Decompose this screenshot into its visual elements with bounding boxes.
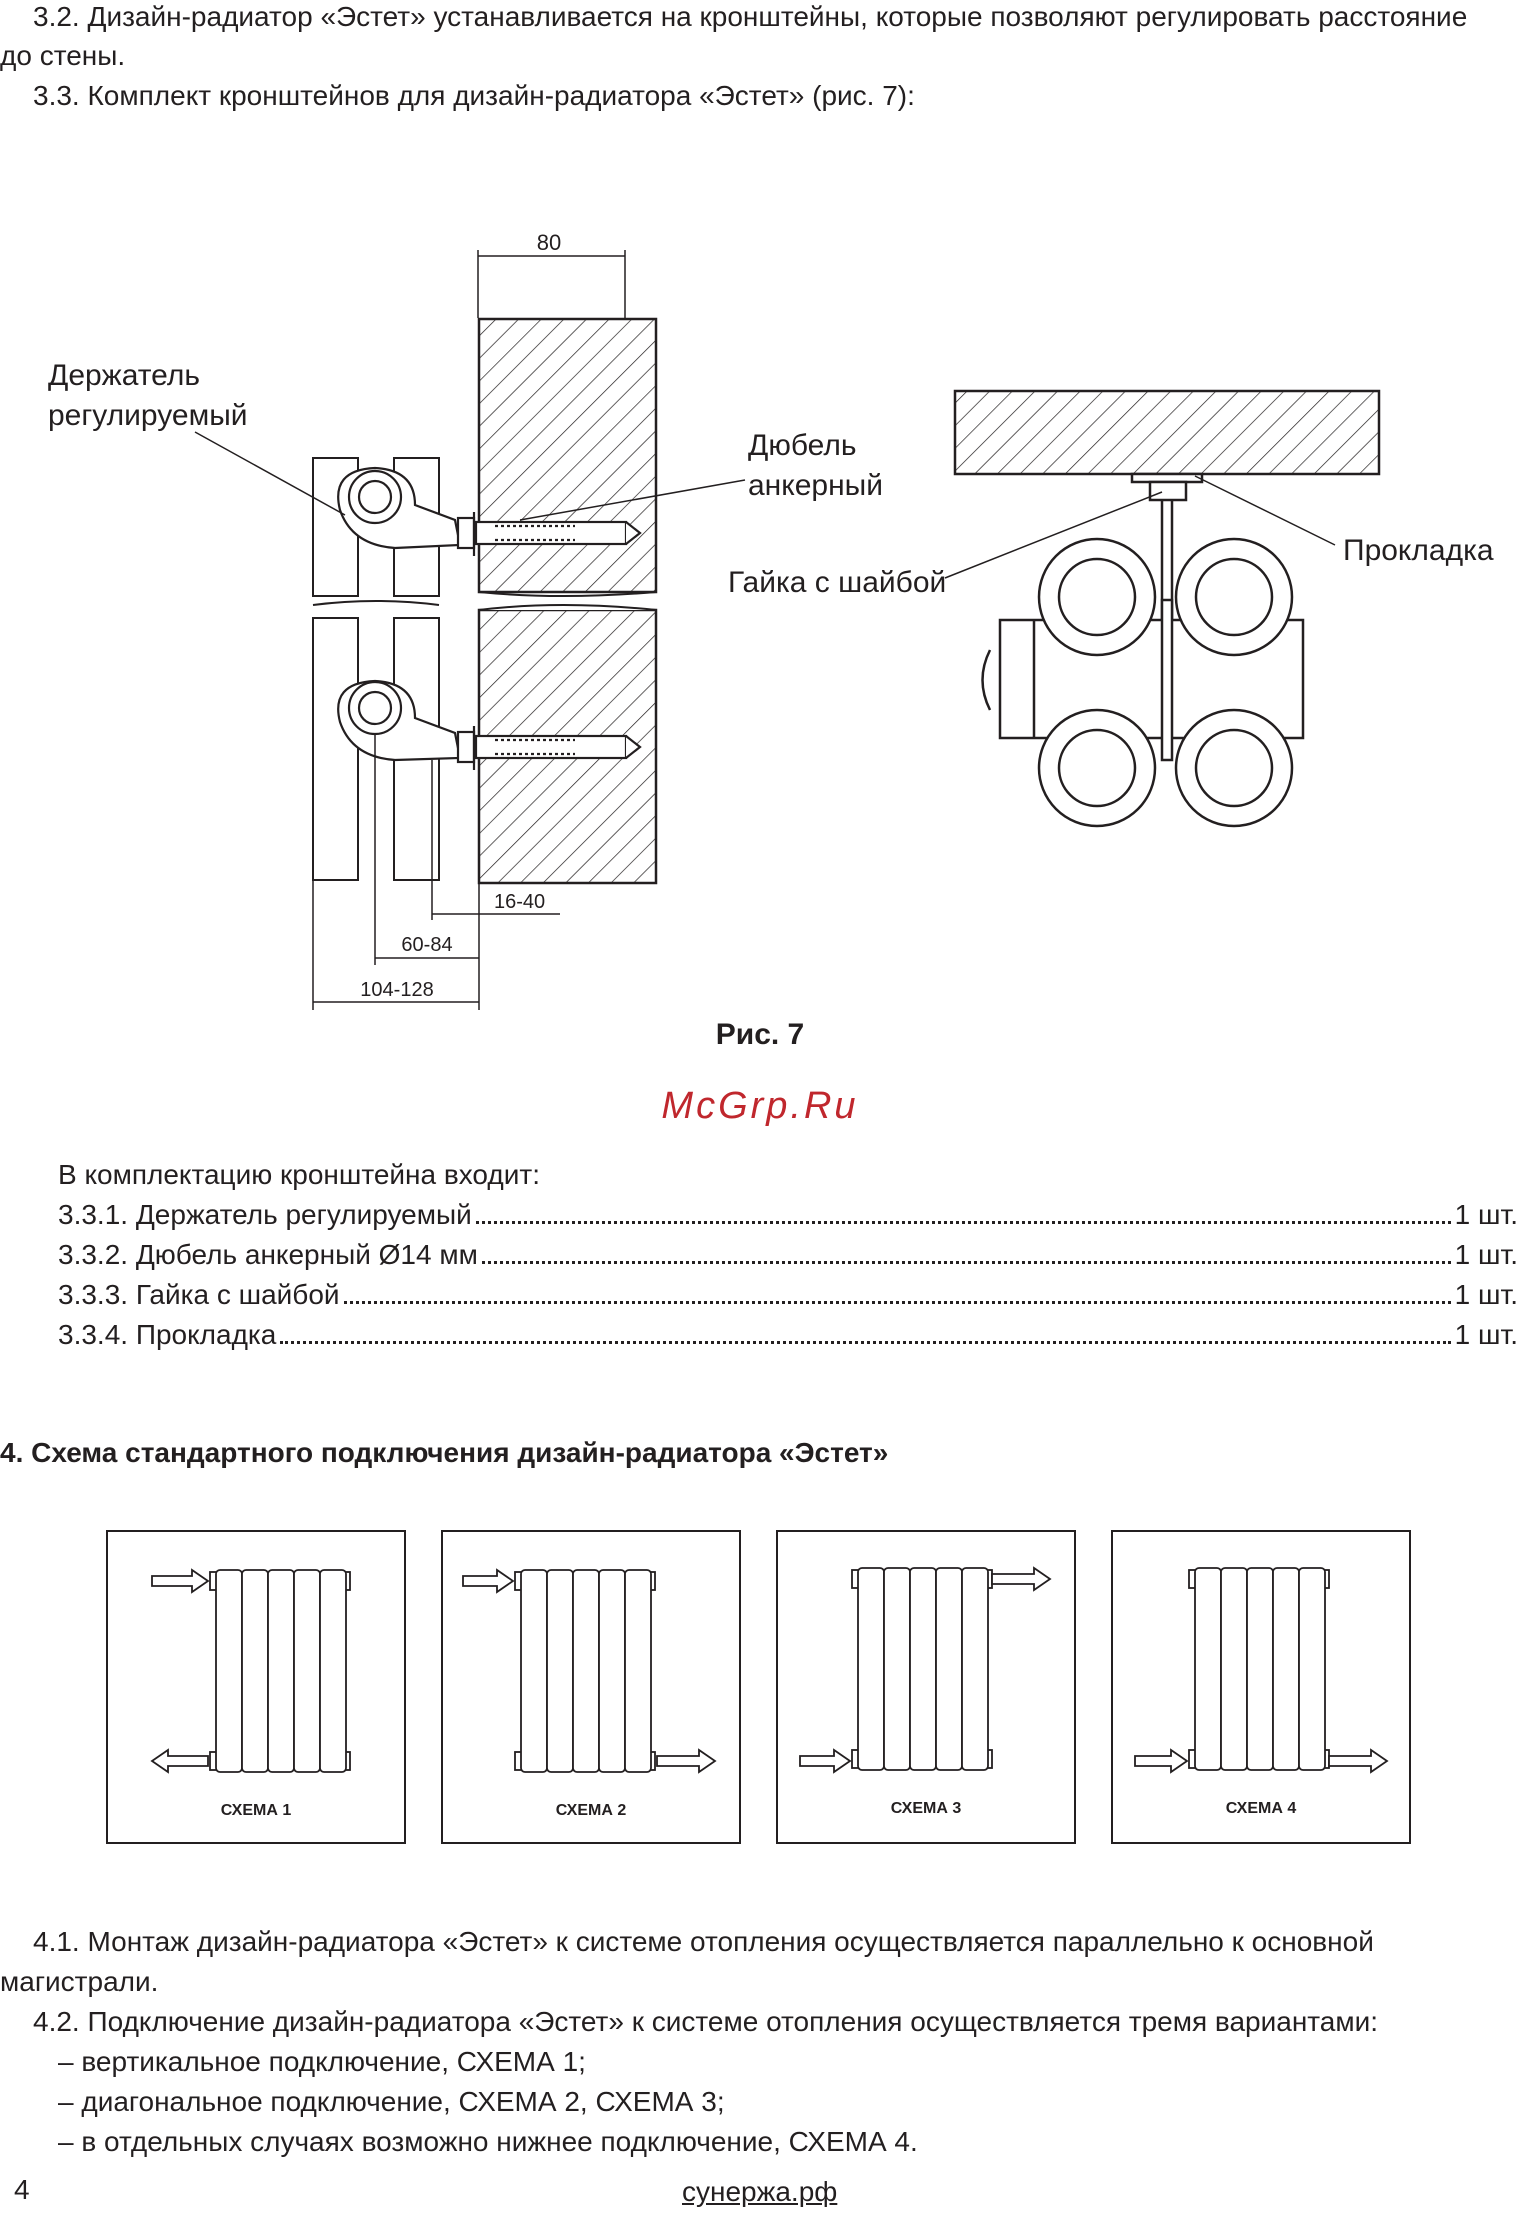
page-number: 4 [14,2174,30,2205]
scheme-1: СХЕМА 1 [106,1530,406,1844]
scheme-4-diagram [1134,1567,1389,1774]
label-holder-line2: регулируемый [48,399,248,432]
kit-item-3: 3.3.3. Гайка с шайбой 1 шт. [58,1275,1518,1315]
scheme-3-label: СХЕМА 3 [890,1800,962,1817]
site-link[interactable]: сунержа.рф [682,2176,838,2207]
radiator-section-side [312,457,440,881]
paragraph-3-2-line2: до стены. [0,40,126,71]
kit-item-qty: 1 шт. [1454,1199,1518,1230]
leader-lines-left [194,431,746,521]
label-dowel-line2: анкерный [748,469,883,502]
label-nut: Гайка с шайбой [728,566,946,599]
leader-dots [280,1341,1451,1344]
watermark: McGrp.Ru [661,1085,859,1127]
section-4-heading: 4. Схема стандартного подключения дизайн… [0,1437,889,1468]
scheme-2-diagram [462,1568,717,1774]
kit-item-qty: 1 шт. [1454,1239,1518,1270]
scheme-1-label: СХЕМА 1 [220,1802,292,1819]
kit-item-1: 3.3.1. Держатель регулируемый 1 шт. [58,1195,1518,1235]
figure-caption: Рис. 7 [715,1018,805,1051]
label-gasket: Прокладка [1343,534,1494,567]
bottom-dimensions [312,735,560,1010]
radiator-top-view [981,472,1305,828]
scheme-4: СХЕМА 4 [1111,1530,1411,1844]
paragraph-3-2-line1: 3.2. Дизайн-радиатор «Эстет» устанавлива… [33,1,1468,32]
kit-item-label: 3.3.3. Гайка с шайбой [58,1279,340,1310]
leader-dots [343,1301,1451,1304]
holder-upper [337,466,642,556]
kit-item-qty: 1 шт. [1454,1319,1518,1350]
figure-7-bracket-drawing: 80 [48,230,1494,1010]
wall-top-view [953,389,1381,476]
dim-104-128-text: 104-128 [360,979,433,1001]
wall-section [477,317,658,885]
kit-item-label: 3.3.2. Дюбель анкерный Ø14 мм [58,1239,478,1270]
dim-60-84-text: 60-84 [401,934,452,956]
kit-item-4: 3.3.4. Прокладка 1 шт. [58,1315,1518,1355]
paragraph-4-1-line2: магистрали. [0,1966,159,1997]
dim-16-40-text: 16-40 [494,891,545,913]
kit-item-2: 3.3.2. Дюбель анкерный Ø14 мм 1 шт. [58,1235,1518,1275]
kit-intro: В комплектацию кронштейна входит: [58,1159,540,1190]
list-item-3: – в отдельных случаях возможно нижнее по… [58,2126,918,2157]
label-holder-line1: Держатель [48,359,200,392]
paragraph-3-3: 3.3. Комплект кронштейнов для дизайн-рад… [33,80,915,111]
holder-lower [337,679,642,770]
scheme-2: СХЕМА 2 [441,1530,741,1844]
leader-lines-right [944,475,1336,579]
leader-dots [481,1261,1451,1264]
kit-item-label: 3.3.1. Держатель регулируемый [58,1199,472,1230]
paragraph-4-1-line1: 4.1. Монтаж дизайн-радиатора «Эстет» к с… [33,1926,1374,1957]
kit-item-qty: 1 шт. [1454,1279,1518,1310]
scheme-1-diagram [150,1568,351,1774]
leader-dots [475,1221,1451,1224]
list-item-1: – вертикальное подключение, СХЕМА 1; [58,2046,586,2077]
scheme-3: СХЕМА 3 [776,1530,1076,1844]
dim-80-text: 80 [537,230,561,255]
list-item-2: – диагональное подключение, СХЕМА 2, СХЕ… [58,2086,725,2117]
dimension-80 [477,250,626,318]
paragraph-4-2: 4.2. Подключение дизайн-радиатора «Эстет… [33,2006,1379,2037]
scheme-3-diagram [799,1566,1052,1774]
label-dowel-line1: Дюбель [748,429,857,462]
scheme-4-label: СХЕМА 4 [1225,1800,1297,1817]
kit-item-label: 3.3.4. Прокладка [58,1319,277,1350]
scheme-2-label: СХЕМА 2 [555,1802,627,1819]
